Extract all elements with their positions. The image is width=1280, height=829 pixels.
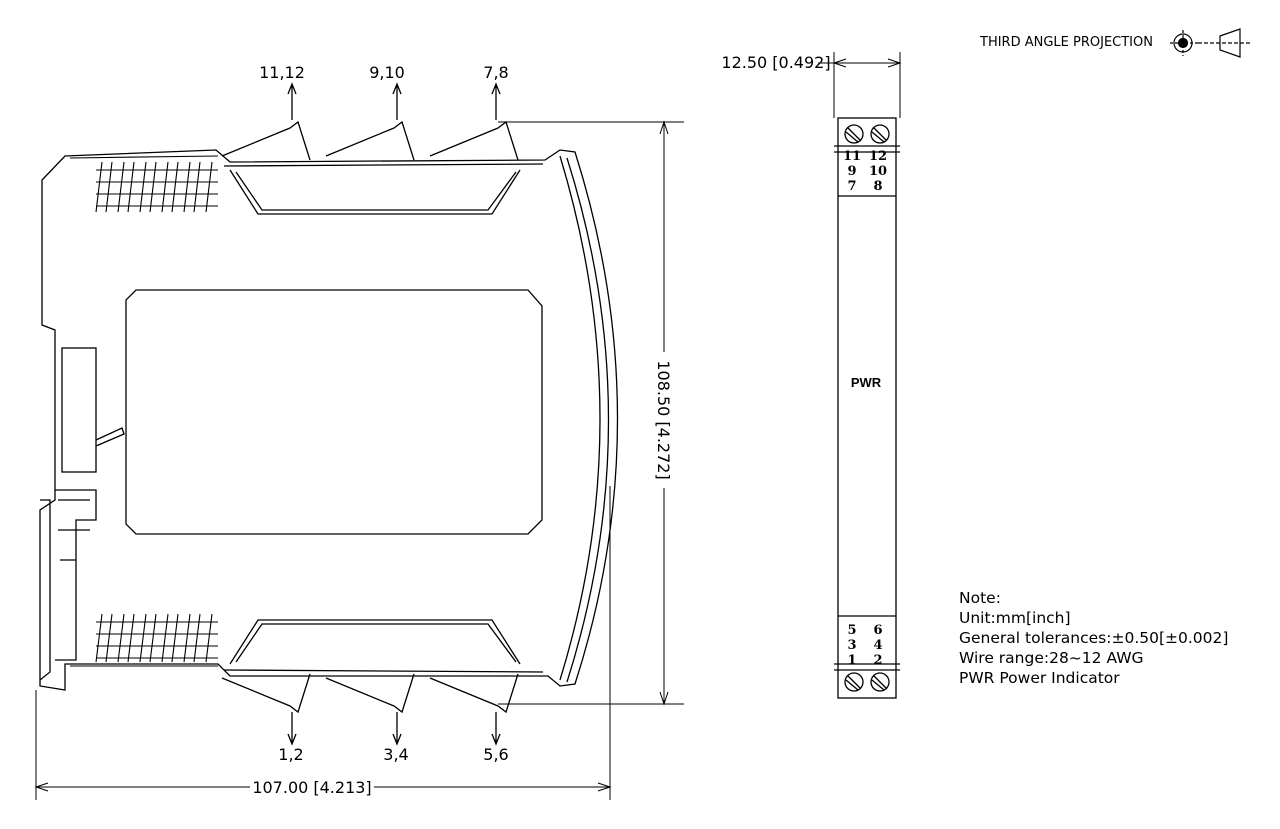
front-terminal-6: 6: [873, 623, 882, 638]
bottom-terminals: [221, 673, 519, 714]
top-band: [834, 145, 900, 153]
front-terminal-12: 12: [869, 149, 887, 164]
top-window-inner: [235, 171, 517, 211]
din-rail-clip: [39, 347, 125, 681]
front-terminal-4: 4: [873, 638, 882, 653]
notes-title: Note:: [959, 589, 1001, 607]
front-top-screws: [844, 124, 890, 144]
front-width-dimension-label: 12.50 [0.492]: [721, 53, 830, 72]
bottom-band: [834, 663, 900, 671]
front-outline: [837, 117, 897, 699]
front-terminal-9: 9: [847, 164, 856, 179]
front-terminal-3: 3: [847, 638, 856, 653]
curved-edge: [559, 155, 601, 681]
front-terminal-2: 2: [873, 653, 882, 668]
terminal-label-1-2: 1,2: [278, 745, 303, 764]
note-wire-range: Wire range:28~12 AWG: [959, 649, 1144, 667]
front-terminal-11: 11: [843, 149, 861, 164]
front-view: [818, 52, 902, 699]
pwr-indicator-label: PWR: [851, 375, 882, 390]
bottom-band-line: [223, 669, 544, 673]
terminal-label-7-8: 7,8: [483, 63, 508, 82]
note-pwr: PWR Power Indicator: [959, 669, 1120, 687]
projection-label: THIRD ANGLE PROJECTION: [980, 35, 1153, 50]
housing-outline: [39, 149, 619, 691]
front-terminal-10: 10: [869, 164, 887, 179]
terminal-label-9-10: 9,10: [369, 63, 405, 82]
top-vents: [69, 155, 219, 213]
bottom-window: [229, 619, 521, 665]
front-width-dimension: [818, 52, 902, 118]
terminal-label-11-12: 11,12: [259, 63, 305, 82]
bottom-vents: [70, 613, 218, 667]
front-terminal-7: 7: [847, 179, 856, 194]
note-tolerances: General tolerances:±0.50[±0.002]: [959, 629, 1229, 647]
bottom-window-inner: [235, 623, 517, 663]
third-angle-projection-symbol: [1170, 28, 1250, 58]
terminal-label-5-6: 5,6: [483, 745, 508, 764]
top-terminal-arrows: [287, 82, 501, 120]
front-terminal-8: 8: [873, 179, 882, 194]
front-terminal-5: 5: [847, 623, 856, 638]
height-dimension-label: 108.50 [4.272]: [654, 360, 673, 479]
width-dimension-label: 107.00 [4.213]: [252, 778, 371, 797]
front-bottom-screws: [844, 672, 890, 692]
front-terminal-1: 1: [847, 653, 856, 668]
notes-block: Note: Unit:mm[inch] General tolerances:±…: [959, 588, 1228, 688]
side-view: [34, 82, 684, 800]
terminal-label-3-4: 3,4: [383, 745, 408, 764]
label-panel: [125, 289, 543, 535]
top-terminals: [221, 120, 519, 161]
curved-edge-outer: [566, 157, 610, 683]
bottom-terminal-arrows: [287, 712, 501, 746]
top-window: [229, 169, 521, 215]
width-dimension: [34, 486, 612, 800]
note-units: Unit:mm[inch]: [959, 609, 1071, 627]
top-band-line: [223, 163, 544, 167]
